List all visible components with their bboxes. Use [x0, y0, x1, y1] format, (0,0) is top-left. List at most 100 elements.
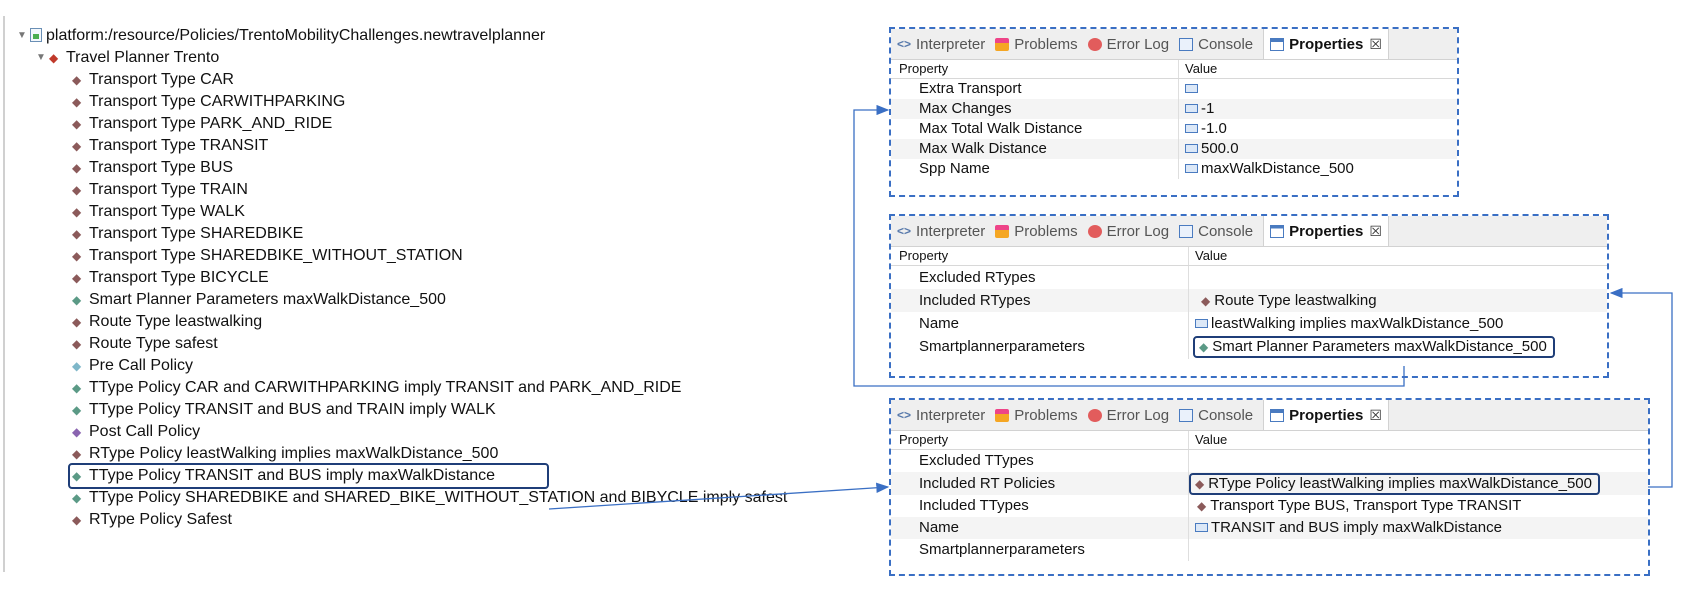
tree-item-label: Smart Planner Parameters maxWalkDistance…	[89, 291, 446, 308]
expand-triangle-icon[interactable]: ▼	[17, 30, 27, 41]
arrow-tree-to-ttype-panel	[548, 482, 890, 510]
properties-panel-spp[interactable]: <> Interpreter Problems Error Log Console…	[889, 27, 1459, 197]
property-name: Included RT Policies	[891, 472, 1189, 495]
properties-panel-rtype[interactable]: <>Interpreter Problems Error Log Console…	[889, 214, 1609, 378]
tree-item[interactable]: ◆RType Policy leastWalking implies maxWa…	[72, 443, 498, 465]
tree-item-selected[interactable]: ◆TType Policy TRANSIT and BUS imply maxW…	[72, 465, 495, 487]
table-row[interactable]: Smartplannerparameters◆Smart Planner Par…	[891, 335, 1607, 359]
problems-icon	[995, 408, 1010, 422]
properties-table: Property Value Extra Transport Max Change…	[891, 60, 1457, 179]
property-name: Name	[891, 517, 1189, 539]
tab-error-log[interactable]: Error Log	[1087, 406, 1170, 424]
tree-item[interactable]: ◆TType Policy TRANSIT and BUS and TRAIN …	[72, 399, 496, 421]
tab-problems[interactable]: Problems	[995, 223, 1078, 240]
table-row[interactable]: Included RT Policies◆RType Policy leastW…	[891, 472, 1648, 495]
tab-label: Problems	[1014, 406, 1078, 424]
tab-problems[interactable]: Problems	[995, 406, 1078, 424]
properties-panel-ttype[interactable]: <>Interpreter Problems Error Log Console…	[889, 398, 1650, 576]
tree-item-label: Transport Type TRANSIT	[89, 137, 269, 154]
property-name: Max Walk Distance	[891, 139, 1179, 159]
table-row[interactable]: Max Total Walk Distance-1.0	[891, 119, 1457, 139]
tree-root-label: platform:/resource/Policies/TrentoMobili…	[46, 27, 546, 44]
tree-item[interactable]: ◆Transport Type BUS	[72, 157, 233, 179]
arrow-ttype-to-rtype-panel	[1609, 287, 1673, 488]
tab-problems[interactable]: Problems	[995, 36, 1078, 53]
tab-console[interactable]: Console	[1179, 407, 1253, 424]
tree-item[interactable]: ◆Transport Type WALK	[72, 201, 245, 223]
column-header-property[interactable]: Property	[891, 60, 1179, 78]
close-icon[interactable]: ☒	[1369, 222, 1382, 239]
column-header-property[interactable]: Property	[891, 247, 1189, 265]
tree-item-label: Transport Type TRAIN	[89, 181, 248, 198]
tree-root[interactable]: ▼ platform:/resource/Policies/TrentoMobil…	[17, 25, 545, 47]
property-value: RType Policy leastWalking implies maxWal…	[1208, 475, 1592, 492]
tree-item[interactable]: ◆Transport Type BICYCLE	[72, 267, 269, 289]
tree-item[interactable]: ◆ Transport Type SHAREDBIKE_WITHOUT_STATI…	[72, 245, 463, 267]
tree-item[interactable]: ◆Transport Type TRAIN	[72, 179, 248, 201]
tab-label: Interpreter	[916, 35, 986, 53]
table-row[interactable]: Max Changes-1	[891, 99, 1457, 119]
diamond-icon: ◆	[72, 117, 82, 131]
tree-item[interactable]: ◆Transport Type SHAREDBIKE	[72, 223, 303, 245]
column-header-value[interactable]: Value	[1195, 248, 1228, 263]
view-tab-bar: <> Interpreter Problems Error Log Console…	[891, 29, 1457, 60]
tab-interpreter[interactable]: <>Interpreter	[897, 407, 985, 424]
tab-properties[interactable]: Properties☒	[1263, 216, 1389, 246]
tab-console[interactable]: Console	[1179, 223, 1253, 240]
diamond-icon: ◆	[72, 425, 82, 439]
expand-triangle-icon[interactable]: ▼	[36, 52, 46, 63]
tab-label: Error Log	[1106, 406, 1170, 424]
reference-value-highlight[interactable]: ◆RType Policy leastWalking implies maxWa…	[1189, 473, 1600, 495]
tree-item[interactable]: ◆TType Policy SHAREDBIKE and SHARED_BIKE…	[72, 487, 787, 509]
diamond-icon: ◆	[1199, 340, 1209, 354]
tree-item-label: Transport Type SHAREDBIKE_WITHOUT_STATIO…	[89, 247, 463, 264]
table-row[interactable]: Excluded TTypes	[891, 450, 1648, 472]
reference-value-highlight[interactable]: ◆Smart Planner Parameters maxWalkDistanc…	[1193, 336, 1555, 358]
tab-label: Interpreter	[916, 222, 986, 240]
column-header-property[interactable]: Property	[891, 431, 1189, 449]
tree-item[interactable]: ◆Transport Type CAR	[72, 69, 234, 91]
table-row[interactable]: Excluded RTypes	[891, 266, 1607, 289]
tab-properties[interactable]: Properties☒	[1263, 400, 1389, 430]
tab-console[interactable]: Console	[1179, 36, 1253, 53]
tree-item[interactable]: ◆Route Type safest	[72, 333, 218, 355]
tree-item[interactable]: ◆Transport Type TRANSIT	[72, 135, 268, 157]
tree-item[interactable]: ◆ Transport Type PARK_AND_RIDE	[72, 113, 332, 135]
model-tree[interactable]: ▼platform:/resource/Policies/TrentoMobil…	[0, 0, 880, 593]
tree-item-label: Transport Type BICYCLE	[89, 269, 269, 286]
console-icon	[1179, 224, 1194, 238]
table-row[interactable]: Extra Transport	[891, 79, 1457, 99]
tree-item[interactable]: ◆Transport Type CARWITHPARKING	[72, 91, 345, 113]
table-row[interactable]: Included TTypes◆Transport Type BUS, Tran…	[891, 495, 1648, 517]
tree-item-label: TType Policy TRANSIT and BUS and TRAIN i…	[89, 401, 496, 418]
tree-item[interactable]: ◆Pre Call Policy	[72, 355, 193, 377]
text-value-icon	[1195, 523, 1208, 532]
tree-item[interactable]: ◆Post Call Policy	[72, 421, 200, 443]
diamond-icon: ◆	[72, 249, 82, 263]
diamond-icon: ◆	[72, 359, 82, 373]
tab-properties[interactable]: Properties☒	[1263, 29, 1389, 59]
tree-item-label: Transport Type PARK_AND_RIDE	[89, 115, 333, 132]
tree-item[interactable]: ◆TType Policy CAR and CARWITHPARKING imp…	[72, 377, 681, 399]
interpreter-icon: <>	[897, 37, 912, 51]
column-header-value[interactable]: Value	[1185, 61, 1218, 76]
property-name: Smartplannerparameters	[891, 539, 1189, 561]
table-row[interactable]: Smartplannerparameters	[891, 539, 1648, 561]
tree-item[interactable]: ◆RType Policy Safest	[72, 509, 232, 531]
tree-item[interactable]: ◆Smart Planner Parameters maxWalkDistanc…	[72, 289, 446, 311]
tab-error-log[interactable]: Error Log	[1087, 36, 1169, 53]
table-row[interactable]: Included RTypes◆Route Type leastwalking	[891, 289, 1607, 312]
tab-interpreter[interactable]: <>Interpreter	[897, 223, 985, 240]
property-name: Extra Transport	[891, 79, 1179, 99]
tree-node-planner[interactable]: ▼◆Travel Planner Trento	[36, 47, 219, 69]
close-icon[interactable]: ☒	[1369, 406, 1382, 423]
tab-interpreter[interactable]: <> Interpreter	[897, 36, 985, 53]
tree-item[interactable]: ◆Route Type leastwalking	[72, 311, 262, 333]
tab-error-log[interactable]: Error Log	[1087, 223, 1169, 240]
column-header-value[interactable]: Value	[1195, 432, 1228, 447]
close-icon[interactable]: ☒	[1369, 35, 1382, 52]
